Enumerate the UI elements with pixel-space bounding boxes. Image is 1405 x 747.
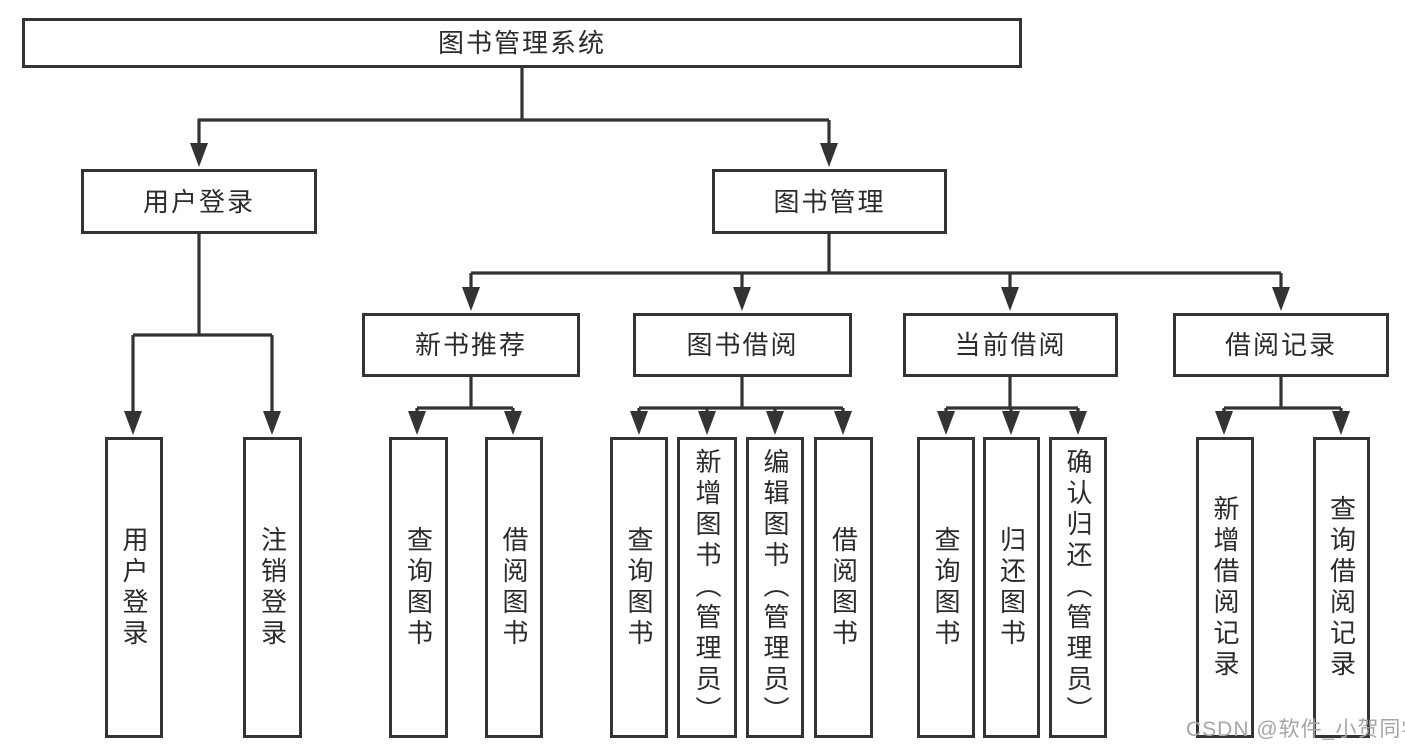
- leaf-current-query: 查询图书: [917, 437, 975, 738]
- node-current-borrow: 当前借阅: [903, 313, 1118, 377]
- leaf-current-confirm-admin: 确认归还（管理员）: [1049, 437, 1107, 738]
- leaf-borrow-book-label: 借阅图书: [828, 525, 859, 650]
- node-user-login-label: 用户登录: [142, 186, 255, 217]
- leaf-current-confirm-admin-label: 确认归还（管理员）: [1063, 448, 1093, 727]
- leaf-newbook-query: 查询图书: [389, 437, 448, 738]
- leaf-current-return: 归还图书: [983, 437, 1040, 738]
- node-current-borrow-label: 当前借阅: [954, 330, 1067, 360]
- leaf-borrow-edit-admin: 编辑图书（管理员）: [746, 437, 804, 738]
- node-new-book-recommend: 新书推荐: [362, 313, 580, 377]
- leaf-newbook-borrow-label: 借阅图书: [499, 525, 529, 650]
- leaf-user-login: 用户登录: [105, 437, 163, 738]
- leaf-borrow-add-admin: 新增图书（管理员）: [677, 437, 737, 738]
- node-borrow-records-label: 借阅记录: [1224, 330, 1337, 360]
- leaf-logout-label: 注销登录: [257, 525, 288, 650]
- node-book-management: 图书管理: [712, 169, 947, 234]
- connector-paths: [131, 68, 1343, 416]
- leaf-borrow-book: 借阅图书: [814, 437, 873, 738]
- leaf-current-return-label: 归还图书: [996, 525, 1027, 650]
- node-book-borrow-label: 图书借阅: [686, 330, 799, 360]
- node-root-system: 图书管理系统: [22, 18, 1022, 68]
- leaf-logout: 注销登录: [243, 437, 302, 738]
- leaf-record-query-label: 查询借阅记录: [1326, 494, 1357, 681]
- leaf-current-query-label: 查询图书: [931, 525, 961, 650]
- node-borrow-records: 借阅记录: [1173, 313, 1389, 377]
- leaf-newbook-query-label: 查询图书: [403, 525, 434, 650]
- leaf-newbook-borrow: 借阅图书: [485, 437, 543, 738]
- node-root-system-label: 图书管理系统: [437, 28, 606, 58]
- csdn-watermark: CSDN @软件_小贺同学: [1186, 718, 1405, 741]
- node-user-login: 用户登录: [81, 169, 317, 234]
- leaf-borrow-query: 查询图书: [610, 437, 668, 738]
- leaf-user-login-label: 用户登录: [119, 525, 149, 650]
- leaf-borrow-edit-admin-label: 编辑图书（管理员）: [760, 448, 790, 727]
- leaf-record-add: 新增借阅记录: [1196, 437, 1254, 738]
- leaf-record-add-label: 新增借阅记录: [1210, 494, 1240, 681]
- leaf-borrow-query-label: 查询图书: [624, 525, 654, 650]
- leaf-borrow-add-admin-label: 新增图书（管理员）: [692, 448, 722, 727]
- leaf-record-query: 查询借阅记录: [1313, 437, 1370, 738]
- node-new-book-recommend-label: 新书推荐: [414, 330, 527, 360]
- arrowheads: [124, 143, 1350, 435]
- node-book-management-label: 图书管理: [773, 186, 886, 217]
- node-book-borrow: 图书借阅: [633, 313, 852, 377]
